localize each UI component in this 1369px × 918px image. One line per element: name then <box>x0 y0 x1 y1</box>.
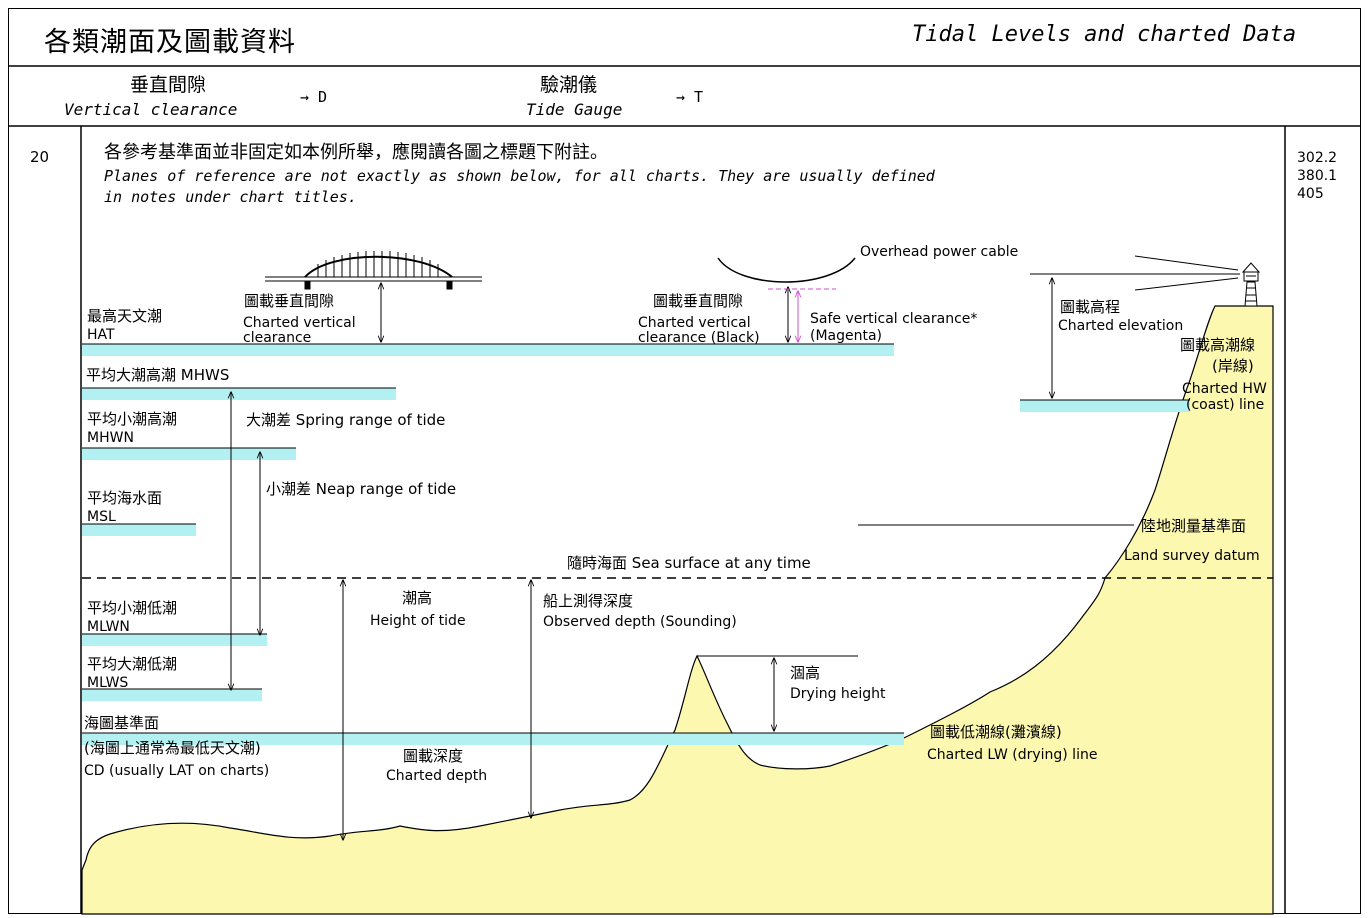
hat-label-en: HAT <box>87 327 115 343</box>
seabed-land <box>81 305 1274 915</box>
clearance-arrow: → D <box>300 88 328 106</box>
mlws-label-en: MLWS <box>87 675 129 691</box>
elevation-label-zh: 圖載高程 <box>1060 298 1121 316</box>
title-english: Tidal Levels and charted Data <box>912 22 1297 47</box>
ref-3: 405 <box>1297 186 1324 202</box>
ref-2: 380.1 <box>1297 168 1338 184</box>
elevation-label-en: Charted elevation <box>1058 318 1184 334</box>
cd-label-zh: 海圖基準面 <box>84 714 160 732</box>
sea-surface-label: 隨時海面 Sea surface at any time <box>567 554 811 572</box>
section-number: 20 <box>30 148 50 166</box>
drying-height-en: Drying height <box>790 686 886 702</box>
cd-note-zh: (海圖上通常為最低天文潮) <box>84 739 261 757</box>
bridge <box>265 251 482 342</box>
charted-lw-zh: 圖載低潮線(灘濱線) <box>930 723 1062 741</box>
mhwn-label-en: MHWN <box>87 430 134 446</box>
clearance-zh: 垂直間隙 <box>130 74 207 96</box>
observed-depth-zh: 船上測得深度 <box>543 592 634 610</box>
charted-depth-en: Charted depth <box>386 768 488 784</box>
land-datum-zh: 陸地測量基準面 <box>1141 517 1247 535</box>
bridge-clearance-en2: clearance <box>243 330 312 346</box>
title-chinese: 各類潮面及圖載資料 <box>44 27 296 58</box>
msl-band <box>82 524 196 536</box>
spring-range-label: 大潮差 Spring range of tide <box>246 411 446 429</box>
ref-1: 302.2 <box>1297 150 1338 166</box>
hat-label-zh: 最高天文潮 <box>87 307 163 325</box>
mhwn-label-zh: 平均小潮高潮 <box>87 410 178 428</box>
land-datum-en: Land survey datum <box>1124 548 1260 564</box>
hw-label-en2: (coast) line <box>1186 397 1265 413</box>
gauge-zh: 驗潮儀 <box>540 74 598 96</box>
power-cable-label: Overhead power cable <box>860 244 1019 260</box>
mhws-label: 平均大潮高潮 MHWS <box>86 366 230 384</box>
msl-label-en: MSL <box>87 509 116 525</box>
mhwn-band <box>82 448 296 460</box>
gauge-en: Tide Gauge <box>526 100 623 119</box>
note-english-1: Planes of reference are not exactly as s… <box>104 167 935 185</box>
cable-clearance-en1: Charted vertical <box>638 315 751 331</box>
cable-clearance-zh: 圖載垂直間隙 <box>653 292 744 310</box>
hat-band <box>82 344 894 356</box>
power-cable <box>717 257 856 283</box>
bridge-clearance-zh: 圖載垂直間隙 <box>244 292 335 310</box>
note-chinese: 各參考基準面並非固定如本例所舉，應閱讀各圖之標題下附註。 <box>104 142 608 163</box>
cable-clearance-en2: clearance (Black) <box>638 330 760 346</box>
charted-depth-zh: 圖載深度 <box>403 747 464 765</box>
mlwn-band <box>82 634 267 646</box>
note-english-2: in notes under chart titles. <box>104 188 357 206</box>
clearance-en: Vertical clearance <box>64 100 238 119</box>
safe-clearance-en1: Safe vertical clearance* <box>810 311 978 327</box>
mlwn-label-zh: 平均小潮低潮 <box>87 599 178 617</box>
hw-label-zh: 圖載高潮線 <box>1180 336 1256 354</box>
mhws-band <box>82 388 396 400</box>
neap-range-label: 小潮差 Neap range of tide <box>266 480 457 498</box>
mlwn-label-en: MLWN <box>87 619 130 635</box>
observed-depth-en: Observed depth (Sounding) <box>543 614 737 630</box>
lighthouse-icon <box>1241 262 1261 307</box>
height-of-tide-en: Height of tide <box>370 613 466 629</box>
mlws-band <box>82 689 262 701</box>
mlws-label-zh: 平均大潮低潮 <box>87 655 178 673</box>
height-of-tide-zh: 潮高 <box>402 589 433 607</box>
hw-note-zh: (岸線) <box>1212 357 1254 375</box>
safe-clearance-en2: (Magenta) <box>810 328 883 344</box>
cd-label-en: CD (usually LAT on charts) <box>84 763 270 779</box>
cd-band <box>82 733 904 745</box>
hw-label-en1: Charted HW <box>1182 381 1267 397</box>
hw-band <box>1020 400 1190 412</box>
msl-label-zh: 平均海水面 <box>87 489 163 507</box>
drying-height-zh: 涸高 <box>790 664 821 682</box>
charted-lw-en: Charted LW (drying) line <box>927 747 1098 763</box>
gauge-arrow: → T <box>676 88 704 106</box>
bridge-clearance-en1: Charted vertical <box>243 315 356 331</box>
